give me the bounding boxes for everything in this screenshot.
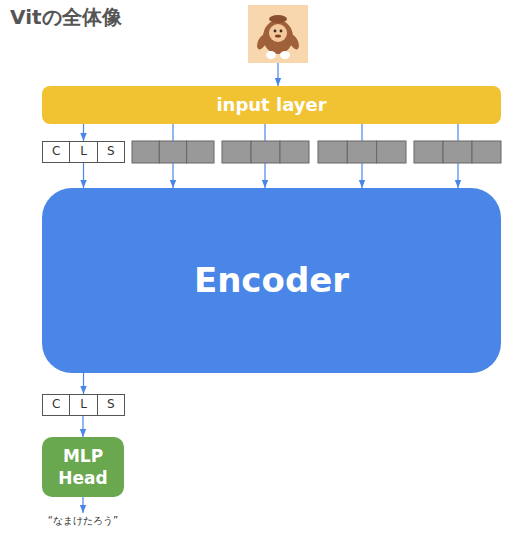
input-arrow xyxy=(277,63,278,86)
input-layer-box: input layer xyxy=(42,86,501,124)
cls-token: CLS xyxy=(42,394,125,416)
token-letter: L xyxy=(69,395,96,415)
flow-arrow xyxy=(83,124,84,141)
encoder-box: Encoder xyxy=(42,188,501,373)
token-letter: C xyxy=(43,142,69,162)
output-arrow xyxy=(82,497,83,513)
token-letter: S xyxy=(97,142,124,162)
node-label: input layer xyxy=(216,93,326,116)
token-lines xyxy=(173,124,458,188)
flow-arrow xyxy=(83,373,84,394)
token-letter: S xyxy=(97,395,124,415)
diagram-title: Vitの全体像 xyxy=(10,4,122,31)
mlp-head-box: MLP Head xyxy=(42,437,124,497)
token-letter: L xyxy=(69,142,96,162)
node-label: Encoder xyxy=(194,258,349,302)
cls-token: CLS xyxy=(42,141,125,163)
node-label: MLP Head xyxy=(46,445,120,489)
flow-arrow xyxy=(82,416,83,437)
flow-arrow xyxy=(83,163,84,188)
token-letter: C xyxy=(43,395,69,415)
output-label: “なまけたろう” xyxy=(23,514,143,528)
character-illustration xyxy=(248,5,308,63)
patch-tokens xyxy=(132,141,501,163)
